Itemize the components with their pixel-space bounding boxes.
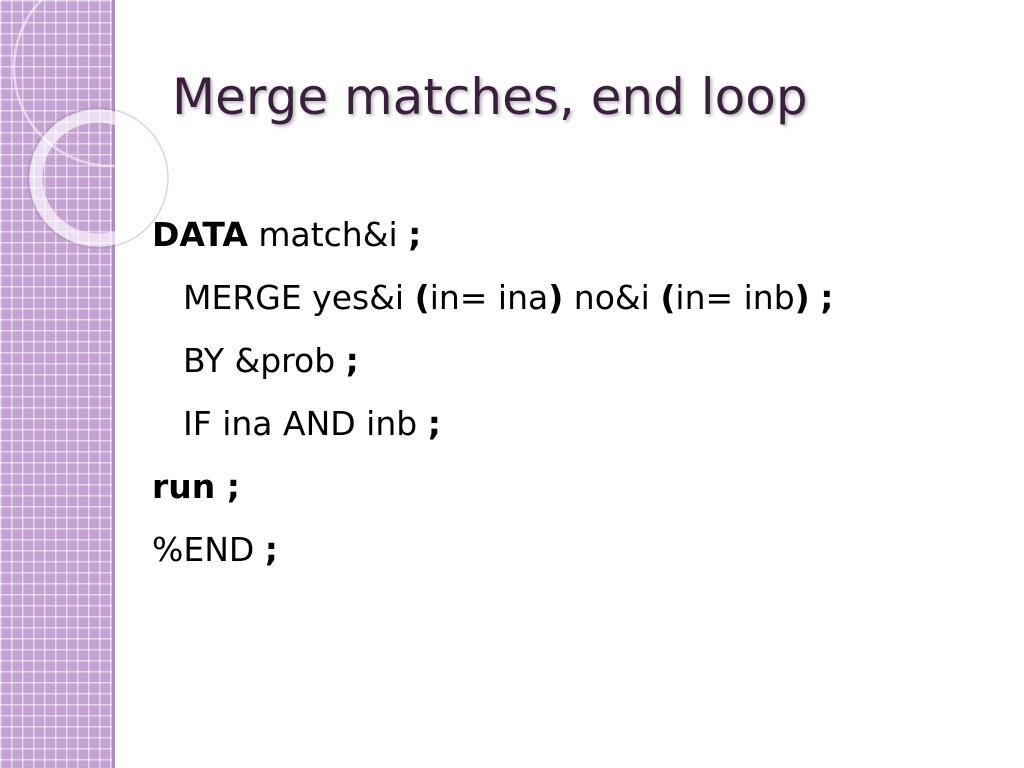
- merge-paren-open-1: (: [414, 278, 430, 317]
- run-statement: run ;: [152, 467, 240, 506]
- merge-text-1: MERGE yes&i: [183, 278, 415, 317]
- if-text: IF ina AND inb: [183, 404, 428, 443]
- code-line-data: DATA match&i ;: [152, 203, 833, 266]
- merge-semicolon: ;: [820, 278, 834, 317]
- merge-space: [810, 278, 821, 317]
- merge-paren-close-2: ): [794, 278, 810, 317]
- by-semicolon: ;: [345, 341, 359, 380]
- end-semicolon: ;: [264, 530, 278, 569]
- code-line-run: run ;: [152, 455, 833, 518]
- code-line-by: BY &prob ;: [152, 329, 833, 392]
- merge-option-1: in= ina: [429, 278, 549, 317]
- code-line-end: %END ;: [152, 518, 833, 581]
- decorative-circles: [12, 0, 212, 249]
- merge-option-2: in= inb: [675, 278, 795, 317]
- end-text: %END: [152, 530, 265, 569]
- data-semicolon: ;: [408, 215, 422, 254]
- data-text: match&i: [247, 215, 409, 254]
- data-keyword: DATA: [152, 215, 248, 254]
- if-semicolon: ;: [427, 404, 441, 443]
- merge-paren-open-2: (: [660, 278, 676, 317]
- decorative-circle-large: [12, 0, 212, 168]
- code-block: DATA match&i ; MERGE yes&i (in= ina) no&…: [152, 203, 833, 581]
- decorative-ring: [29, 109, 167, 247]
- merge-paren-close-1: ): [548, 278, 564, 317]
- slide-title: Merge matches, end loop: [172, 68, 808, 126]
- sidebar-edge: [112, 0, 115, 768]
- merge-text-2: no&i: [563, 278, 661, 317]
- code-line-merge: MERGE yes&i (in= ina) no&i (in= inb) ;: [152, 266, 833, 329]
- decorative-ring-outline: [27, 107, 169, 249]
- code-line-if: IF ina AND inb ;: [152, 392, 833, 455]
- by-text: BY &prob: [183, 341, 346, 380]
